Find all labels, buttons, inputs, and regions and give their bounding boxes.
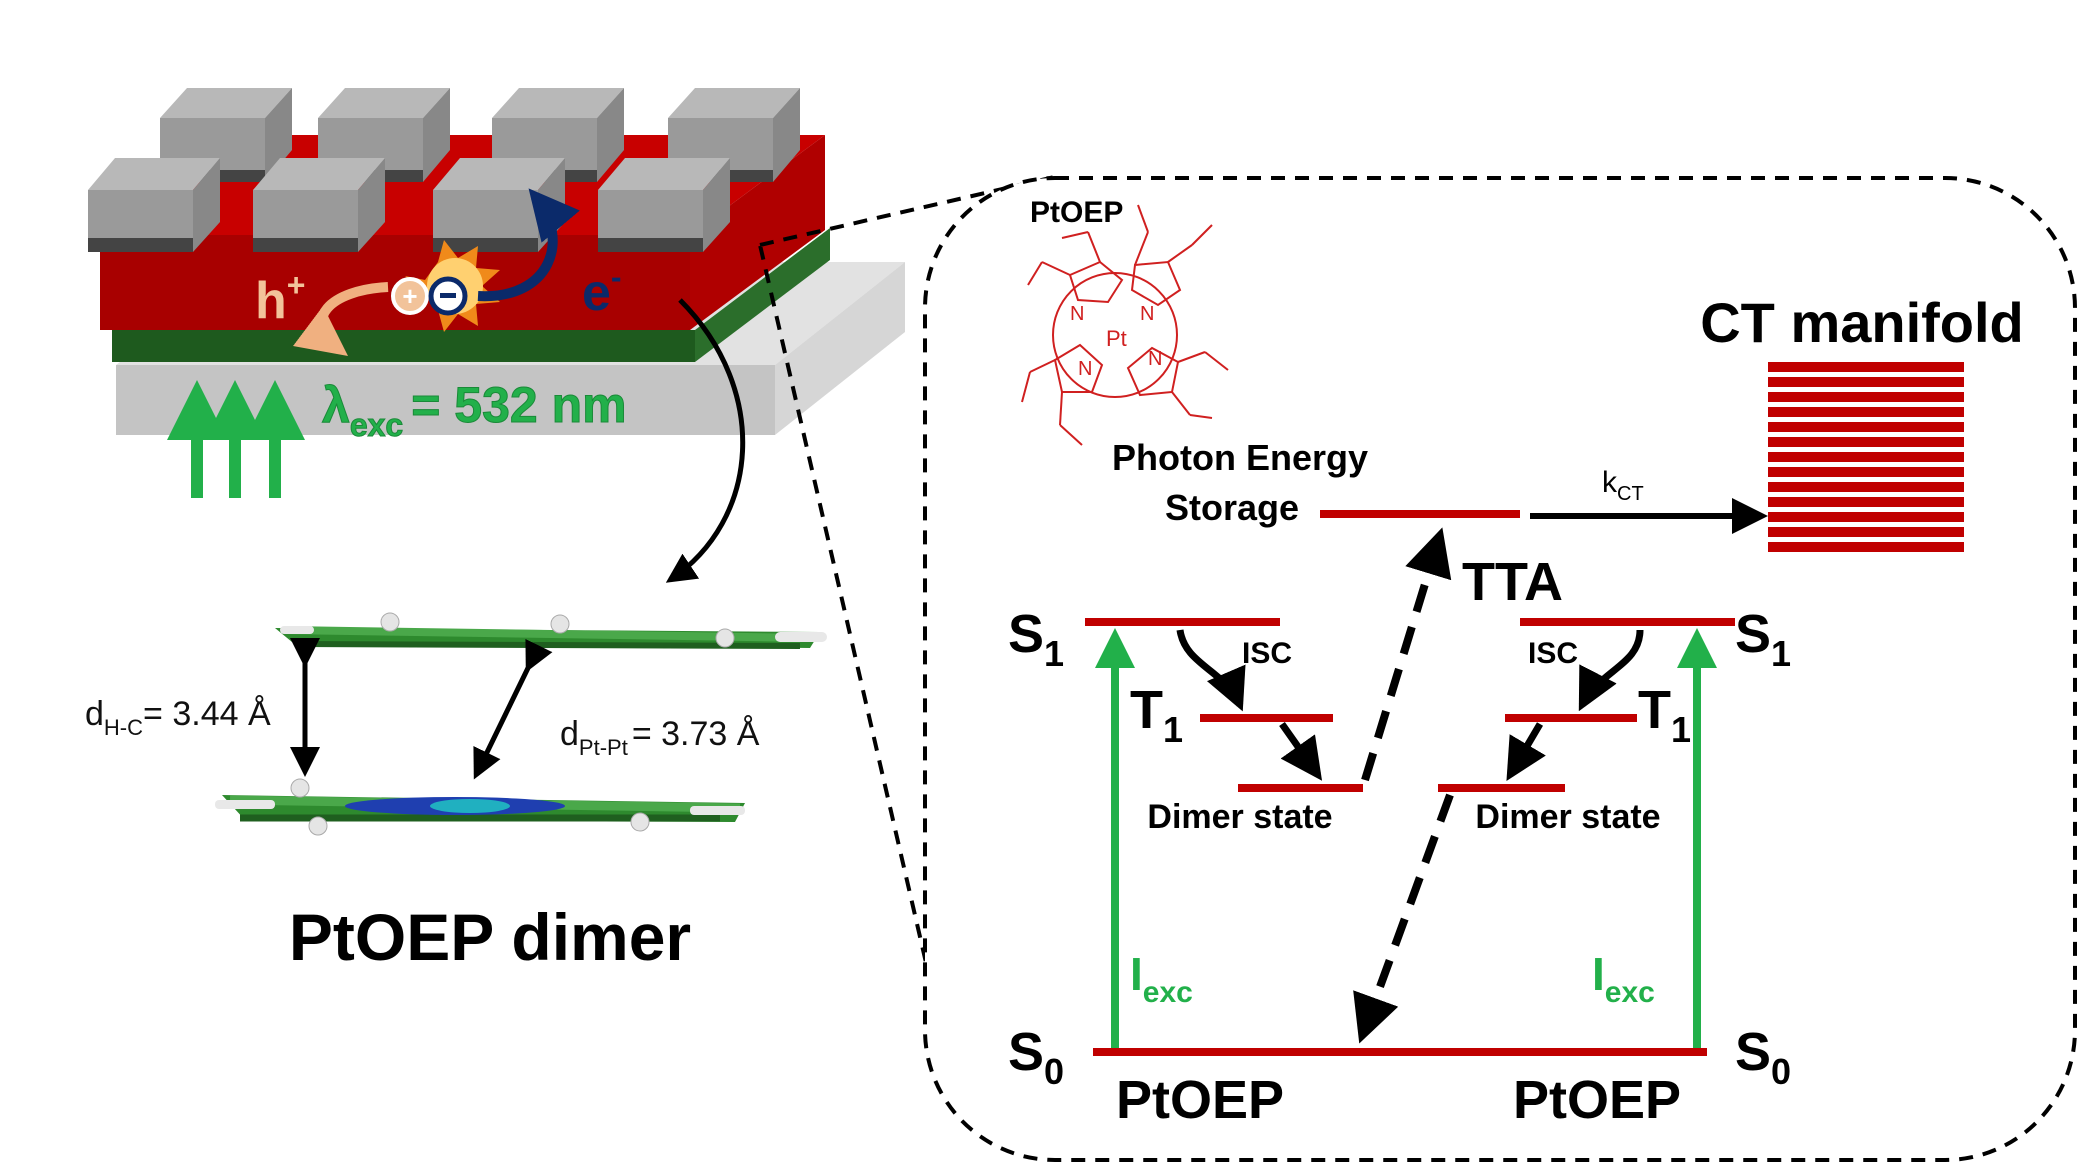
dimer-state-label-right: Dimer state bbox=[1475, 798, 1660, 836]
isc-arrow-left bbox=[1176, 629, 1246, 712]
hole-layer-front bbox=[112, 330, 695, 362]
ct-level bbox=[1768, 437, 1964, 447]
energy-level-diagram: Photon Energy Storage kCT CT manifold TT… bbox=[1008, 291, 2024, 1130]
dhc-label: dH-C= 3.44 Å bbox=[85, 695, 271, 740]
kct-label: kCT bbox=[1602, 466, 1644, 505]
s1-label-left: S1 bbox=[1008, 604, 1064, 674]
absorber-side bbox=[690, 135, 825, 330]
s0-label-right: S0 bbox=[1735, 1022, 1791, 1092]
zoom-curved-arrow bbox=[665, 298, 746, 583]
dimer-state-label-left: Dimer state bbox=[1147, 798, 1332, 836]
electron-transfer-arrow bbox=[477, 188, 580, 302]
hydrogen-atom bbox=[290, 778, 310, 798]
ground-label-right: PtOEP bbox=[1513, 1070, 1681, 1130]
pyrrole-ring bbox=[1130, 260, 1182, 307]
iexc-label-right: Iexc bbox=[1592, 948, 1655, 1009]
ct-manifold-title: CT manifold bbox=[1700, 291, 2024, 354]
svg-text:+: + bbox=[402, 281, 417, 311]
contact-back-2 bbox=[318, 88, 450, 182]
hydrogen-atom bbox=[550, 614, 570, 634]
t1-to-dimer-arrow-left bbox=[1279, 721, 1323, 781]
contact-back-4 bbox=[668, 88, 800, 182]
storage-label-line1: Photon Energy bbox=[1112, 437, 1368, 478]
pyrrole-ring bbox=[1126, 346, 1180, 397]
nitrogen-label: N bbox=[1140, 303, 1154, 325]
hole-layer-side bbox=[695, 228, 830, 362]
molecule-name: PtOEP bbox=[1030, 196, 1123, 229]
hole-charge-icon: + bbox=[391, 277, 429, 315]
absorber-front bbox=[100, 235, 690, 330]
pyrrole-ring bbox=[1068, 260, 1124, 304]
pyrrole-ring bbox=[1053, 343, 1104, 393]
substrate-side bbox=[775, 262, 905, 435]
ct-level bbox=[1768, 542, 1964, 552]
hydrogen-atom bbox=[630, 812, 650, 832]
device-schematic: + h+ e- λexc= 532 nm bbox=[88, 88, 905, 583]
iexc-label-left: Iexc bbox=[1130, 948, 1193, 1009]
nitrogen-label: N bbox=[1070, 303, 1084, 325]
s0-label-left: S0 bbox=[1008, 1022, 1064, 1092]
s1-label-right: S1 bbox=[1735, 604, 1791, 674]
electron-charge-icon bbox=[428, 276, 468, 316]
ct-level bbox=[1768, 422, 1964, 432]
ct-level bbox=[1768, 497, 1964, 507]
nitrogen-label: N bbox=[1148, 348, 1162, 370]
storage-label-line2: Storage bbox=[1165, 487, 1299, 528]
t1-label-left: T1 bbox=[1130, 680, 1183, 750]
dimer-title: PtOEP dimer bbox=[289, 900, 691, 974]
contact-front-4 bbox=[598, 158, 730, 252]
isc-label-left: ISC bbox=[1242, 637, 1292, 670]
hydrogen-atom bbox=[308, 816, 328, 836]
ct-level bbox=[1768, 362, 1964, 372]
ptoep-structure bbox=[1021, 204, 1229, 446]
ct-level bbox=[1768, 392, 1964, 402]
contact-front-2 bbox=[253, 158, 385, 252]
ct-level bbox=[1768, 512, 1964, 522]
ct-manifold-levels bbox=[1768, 362, 1964, 552]
hydrogen-atom bbox=[715, 628, 735, 648]
dimer-structure: dH-C= 3.44 Å dPt-Pt= 3.73 Å PtOEP dimer bbox=[85, 612, 827, 974]
hole-label: h+ bbox=[255, 267, 305, 330]
hole-transfer-arrow bbox=[293, 282, 389, 357]
dimer-upper-molecule bbox=[275, 612, 827, 649]
dptpt-label: dPt-Pt= 3.73 Å bbox=[560, 715, 760, 760]
t1-to-dimer-arrow-right bbox=[1506, 722, 1546, 782]
ct-level bbox=[1768, 407, 1964, 417]
ct-level bbox=[1768, 482, 1964, 492]
electron-label: e- bbox=[582, 259, 622, 322]
excitation-wavelength-label: λexc= 532 nm bbox=[322, 377, 627, 443]
ct-level bbox=[1768, 452, 1964, 462]
ct-level bbox=[1768, 527, 1964, 537]
excitation-arrows bbox=[167, 380, 305, 498]
isc-arrow-right bbox=[1578, 629, 1644, 712]
dptpt-arrow bbox=[473, 638, 553, 780]
t1-label-right: T1 bbox=[1638, 680, 1691, 750]
ground-label-left: PtOEP bbox=[1116, 1070, 1284, 1130]
contact-front-1 bbox=[88, 158, 220, 252]
metal-atom-label: Pt bbox=[1106, 326, 1127, 351]
ct-level bbox=[1768, 377, 1964, 387]
dimer-lower-molecule bbox=[215, 778, 745, 836]
hydrogen-atom bbox=[380, 612, 400, 632]
nitrogen-label: N bbox=[1078, 358, 1092, 380]
ct-level bbox=[1768, 467, 1964, 477]
isc-label-right: ISC bbox=[1528, 637, 1578, 670]
tta-label: TTA bbox=[1462, 552, 1563, 612]
